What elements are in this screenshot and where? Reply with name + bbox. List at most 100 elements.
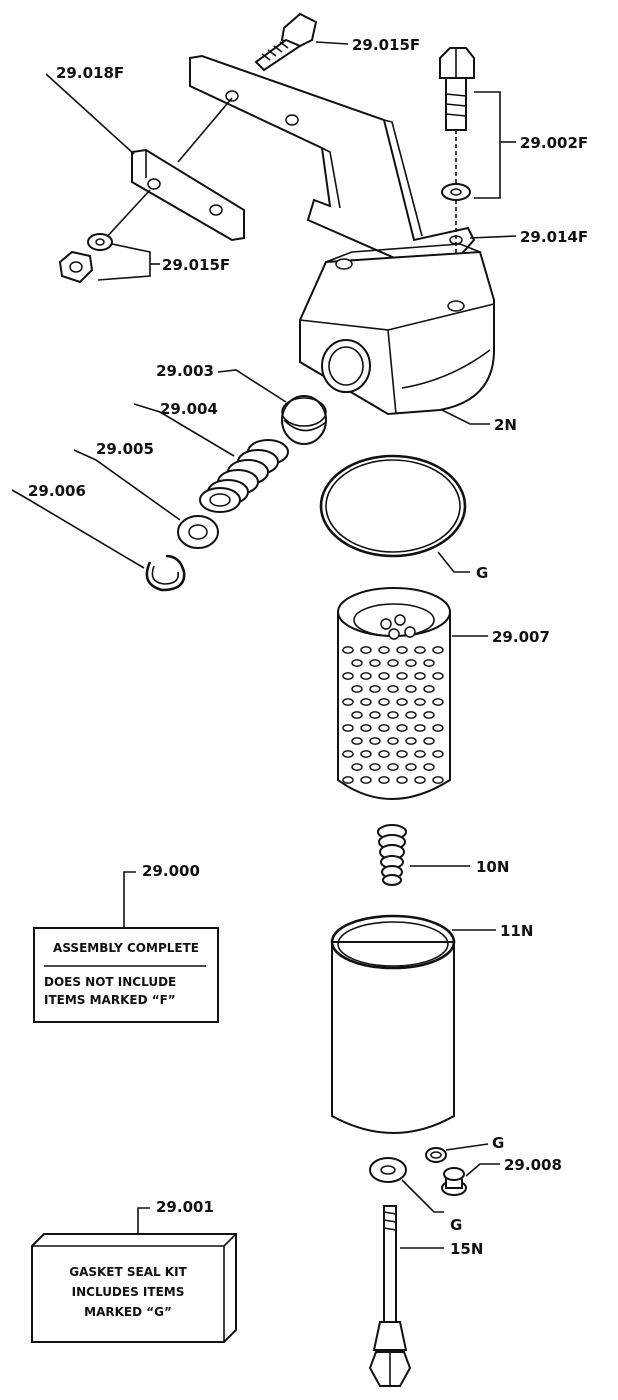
- perforation-hole: [351, 659, 363, 667]
- perforation-hole: [351, 763, 363, 771]
- perforation-hole: [351, 711, 363, 719]
- label-spring: 29.004: [160, 400, 218, 418]
- perforation-hole: [387, 711, 399, 719]
- perforation-hole: [432, 672, 444, 680]
- leader-o-ring: [437, 551, 470, 573]
- perforation-hole: [405, 711, 417, 719]
- top-bolt: [254, 12, 318, 72]
- bracket-right-bolt: [474, 91, 501, 199]
- perforation-hole: [369, 659, 381, 667]
- perforation-hole: [423, 763, 435, 771]
- leader-plug: [465, 1163, 500, 1177]
- kit-number: 29.001: [156, 1198, 214, 1216]
- perforation-hole: [414, 698, 426, 706]
- nut-and-washer: [58, 233, 113, 284]
- perforation-hole: [405, 685, 417, 693]
- perforation-hole: [378, 776, 390, 784]
- perforation-hole: [432, 776, 444, 784]
- filter-element: [337, 587, 451, 800]
- leader-head: [441, 409, 490, 425]
- stud-gasket: [369, 1157, 407, 1183]
- perforation-hole: [396, 776, 408, 784]
- kit-line1: GASKET SEAL KIT: [69, 1265, 187, 1279]
- bracket-plate: [131, 148, 245, 242]
- leader-assembly: [123, 871, 136, 930]
- label-top-bolt: 29.015F: [352, 36, 420, 54]
- label-right-bolt: 29.002F: [520, 134, 588, 152]
- perforation-hole: [414, 776, 426, 784]
- perforation-hole: [378, 646, 390, 654]
- perforation-hole: [387, 737, 399, 745]
- drain-plug: [441, 1167, 467, 1196]
- perforation-hole: [342, 672, 354, 680]
- label-head: 2N: [494, 416, 517, 434]
- drain-gasket: [425, 1147, 447, 1163]
- perforation-hole: [378, 672, 390, 680]
- perforation-hole: [396, 750, 408, 758]
- perforation-hole: [342, 776, 354, 784]
- center-stud: [368, 1205, 412, 1387]
- label-bracket-plate: 29.018F: [56, 64, 124, 82]
- retaining-ring: [145, 554, 186, 592]
- perforation-hole: [432, 646, 444, 654]
- perforation-hole: [414, 724, 426, 732]
- perforation-hole: [423, 659, 435, 667]
- perforation-hole: [405, 737, 417, 745]
- perforation-hole: [423, 685, 435, 693]
- assembly-line2: DOES NOT INCLUDE: [44, 975, 176, 989]
- kit-line3: MARKED “G”: [84, 1305, 172, 1319]
- perforation-hole: [360, 750, 372, 758]
- mounting-bracket: [189, 54, 476, 280]
- label-small-spring: 10N: [476, 858, 509, 876]
- perforation-hole: [360, 646, 372, 654]
- label-plug: 29.008: [504, 1156, 562, 1174]
- perforation-hole: [378, 724, 390, 732]
- perforation-hole: [414, 672, 426, 680]
- label-nut-washer: 29.015F: [162, 256, 230, 274]
- perforation-hole: [369, 711, 381, 719]
- label-gasket-washer: G: [450, 1216, 462, 1234]
- perforation-hole: [342, 646, 354, 654]
- assembly-note-box: ASSEMBLY COMPLETE DOES NOT INCLUDE ITEMS…: [33, 927, 219, 1023]
- perforation-hole: [360, 776, 372, 784]
- label-cap: 29.003: [156, 362, 214, 380]
- perforation-hole: [405, 659, 417, 667]
- kit-note-box: GASKET SEAL KIT INCLUDES ITEMS MARKED “G…: [31, 1233, 237, 1343]
- label-stud: 15N: [450, 1240, 483, 1258]
- perforation-hole: [360, 724, 372, 732]
- perforation-hole: [396, 724, 408, 732]
- perforation-hole: [342, 750, 354, 758]
- leader-bracket-plate: [45, 73, 135, 155]
- filter-perforations: [342, 646, 444, 784]
- perforation-hole: [396, 646, 408, 654]
- leader-gasket-washer: [401, 1179, 444, 1213]
- perforation-hole: [360, 672, 372, 680]
- perforation-hole: [423, 711, 435, 719]
- label-bracket-right: 29.014F: [520, 228, 588, 246]
- o-ring: [319, 454, 467, 558]
- perforation-hole: [378, 750, 390, 758]
- perforation-hole: [387, 659, 399, 667]
- perforation-hole: [405, 763, 417, 771]
- label-washer: 29.005: [96, 440, 154, 458]
- label-shell: 11N: [500, 922, 533, 940]
- assembly-line3: ITEMS MARKED “F”: [44, 993, 176, 1007]
- perforation-hole: [342, 698, 354, 706]
- perforation-hole: [432, 750, 444, 758]
- perforation-hole: [360, 698, 372, 706]
- assembly-number: 29.000: [142, 862, 200, 880]
- leader-gasket-small: [445, 1143, 489, 1151]
- relief-cap: [281, 395, 327, 445]
- relief-spring: [199, 439, 289, 513]
- perforation-hole: [351, 737, 363, 745]
- perforation-hole: [423, 737, 435, 745]
- assembly-line1: ASSEMBLY COMPLETE: [53, 941, 199, 955]
- label-gasket-small: G: [492, 1134, 504, 1152]
- filter-shell: [330, 914, 456, 1134]
- right-bolt: [439, 47, 475, 201]
- leader-ring: [11, 489, 145, 569]
- assembly-line-plate: [177, 97, 233, 163]
- bypass-spring: [377, 824, 407, 886]
- leader-spring: [133, 403, 235, 457]
